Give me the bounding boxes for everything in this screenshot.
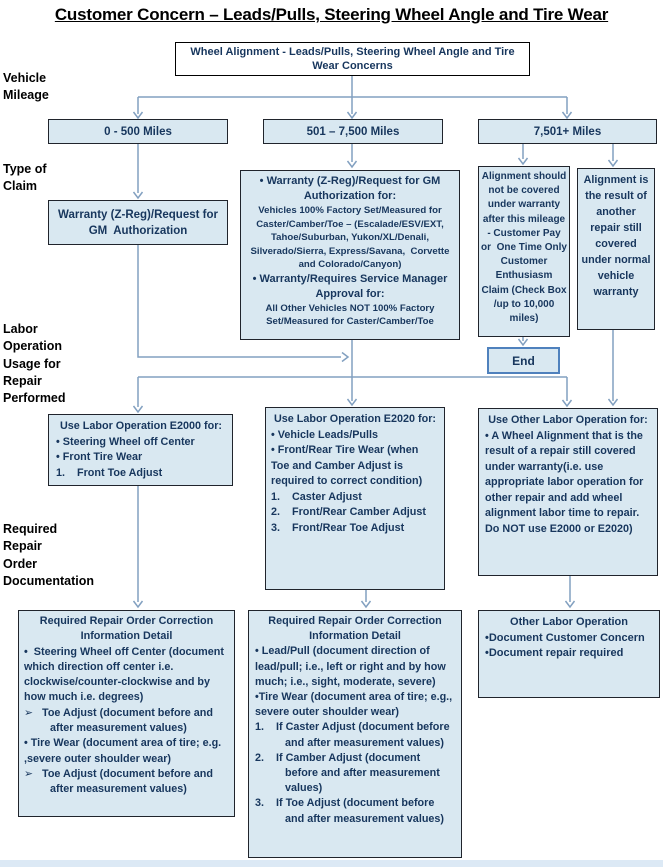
claim-box-mid: • Warranty (Z-Reg)/Request for GM Author… — [240, 170, 460, 340]
side-label-vehicle-mileage: Vehicle Mileage — [3, 71, 49, 103]
doc-mid-item: 1. If Caster Adjust (document before and… — [255, 721, 450, 749]
doc-high-item: •Document Customer Concern — [485, 631, 645, 644]
doc-high-item: •Document repair required — [485, 647, 624, 659]
labor-e2020-item: 3. Front/Rear Toe Adjust — [271, 521, 405, 534]
start-box: Wheel Alignment - Leads/Pulls, Steering … — [175, 42, 530, 76]
doc-low-item: ➢ Toe Adjust (document before and after … — [24, 706, 213, 735]
doc-mid-item: 2. If Camber Adjust (document before and… — [255, 751, 440, 795]
labor-e2000-item: 1. Front Toe Adjust — [56, 466, 163, 479]
claim-mid-body-1: Vehicles 100% Factory Set/Measured for C… — [250, 205, 450, 270]
claim-mid-body-2: All Other Vehicles NOT 100% Factory Set/… — [265, 302, 435, 328]
mileage-box-low: 0 - 500 Miles — [48, 119, 228, 144]
claim-box-high-customer-pay: Alignment should not be covered under wa… — [478, 166, 570, 337]
labor-e2020-heading: Use Labor Operation E2020 for: — [274, 413, 436, 425]
doc-low-item: ➢ Toe Adjust (document before and after … — [24, 767, 213, 796]
claim-mid-heading-1: • Warranty (Z-Reg)/Request for GM Author… — [259, 175, 441, 202]
labor-other-heading: Use Other Labor Operation for: — [488, 414, 648, 426]
labor-e2020-item: • Vehicle Leads/Pulls — [271, 428, 378, 441]
side-label-labor-operation: Labor Operation Usage for Repair Perform… — [3, 322, 66, 405]
page-title: Customer Concern – Leads/Pulls, Steering… — [54, 5, 609, 24]
labor-e2000-item: • Front Tire Wear — [56, 451, 143, 463]
mileage-box-high: 7,501+ Miles — [478, 119, 657, 144]
doc-low-item: • Steering Wheel off Center (document wh… — [24, 645, 224, 704]
doc-mid-heading: Required Repair Order Correction Informa… — [268, 615, 442, 643]
labor-e2020-item: 2. Front/Rear Camber Adjust — [271, 506, 426, 518]
connector-lines — [137, 76, 614, 602]
doc-box-low: Required Repair Order Correction Informa… — [18, 610, 235, 817]
end-box: End — [487, 347, 560, 374]
doc-box-mid: Required Repair Order Correction Informa… — [248, 610, 462, 858]
doc-mid-item: • Lead/Pull (document direction of lead/… — [255, 645, 446, 688]
claim-mid-heading-2: • Warranty/Requires Service Manager Appr… — [252, 272, 448, 300]
mileage-box-mid: 501 – 7,500 Miles — [263, 119, 443, 144]
footer-band — [0, 860, 663, 867]
doc-high-heading: Other Labor Operation — [510, 616, 628, 628]
labor-e2020-item: • Front/Rear Tire Wear (when Toe and Cam… — [271, 444, 423, 487]
labor-box-e2000: Use Labor Operation E2000 for: • Steerin… — [48, 414, 233, 486]
claim-box-low: Warranty (Z-Reg)/Request for GM Authoriz… — [48, 200, 228, 245]
doc-mid-item: 3. If Toe Adjust (document before and af… — [255, 797, 445, 825]
doc-low-item: • Tire Wear (document area of tire; e.g.… — [24, 737, 222, 765]
labor-box-e2020: Use Labor Operation E2020 for: • Vehicle… — [265, 407, 445, 590]
labor-e2000-heading: Use Labor Operation E2000 for: — [60, 420, 222, 432]
arrowhead-icon — [132, 111, 619, 609]
doc-mid-item: •Tire Wear (document area of tire; e.g.,… — [255, 691, 453, 719]
doc-low-heading: Required Repair Order Correction Informa… — [39, 615, 214, 643]
labor-e2020-item: 1. Caster Adjust — [271, 490, 362, 503]
labor-other-body: • A Wheel Alignment that is the result o… — [485, 429, 644, 535]
labor-box-other: Use Other Labor Operation for: • A Wheel… — [478, 408, 658, 576]
side-label-required-documentation: Required Repair Order Documentation — [3, 522, 94, 588]
claim-box-high-other-repair: Alignment is the result of another repai… — [577, 168, 655, 330]
labor-e2000-item: • Steering Wheel off Center — [56, 435, 195, 448]
doc-box-high: Other Labor Operation •Document Customer… — [478, 610, 660, 698]
side-label-type-of-claim: Type of Claim — [3, 162, 47, 194]
